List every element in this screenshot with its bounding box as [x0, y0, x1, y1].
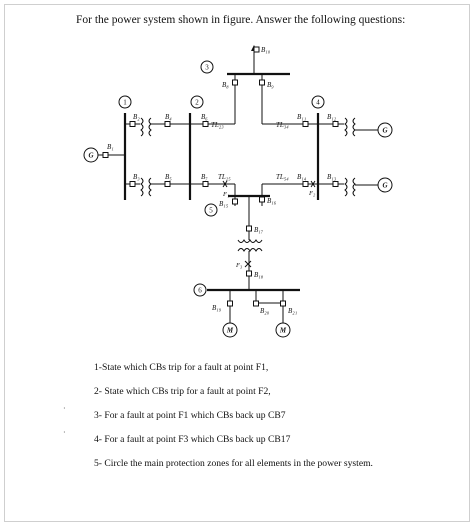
transformer-56-secondary [237, 248, 263, 252]
transformer-12-lower-primary [140, 177, 144, 197]
breaker-b3 [129, 181, 136, 187]
transformer-12-upper-primary [140, 117, 144, 137]
breaker-b20 [253, 300, 259, 307]
question-4: 4- For a fault at point F3 which CBs bac… [94, 434, 291, 445]
bus-number-1: 1 [123, 99, 127, 107]
label-f2: F₂ [308, 190, 316, 197]
generator-right-lower-label: G [382, 182, 387, 190]
breaker-b19 [227, 300, 233, 307]
fault-f2-mark [310, 180, 316, 188]
bus-number-2-circle [190, 95, 204, 109]
generator-right-lower [377, 177, 393, 193]
breaker-b7 [202, 181, 209, 187]
breaker-b15 [232, 198, 238, 205]
breaker-b5 [164, 181, 171, 187]
question-2: 2- State which CBs trip for a fault at p… [94, 386, 271, 397]
label-b9: B₉ [267, 81, 274, 89]
transformer-4-lower-primary [344, 177, 348, 197]
bus-number-5-circle [204, 203, 218, 217]
label-b16: B₁₆ [267, 197, 277, 205]
label-b19: B₁₉ [212, 304, 222, 312]
question-5: 5- Circle the main protection zones for … [94, 458, 373, 469]
motor-left [222, 322, 238, 338]
breaker-b4 [164, 121, 171, 127]
label-f1: F₁ [222, 191, 229, 198]
bullet-q4: · [63, 428, 66, 437]
transformer-4-lower-secondary [352, 177, 356, 197]
bus-number-4: 4 [316, 99, 320, 107]
label-b8: B₈ [222, 81, 229, 89]
bus-number-2: 2 [195, 99, 199, 107]
generator-right-upper-label: G [382, 127, 387, 135]
label-tl54: TL₅₄ [276, 173, 289, 181]
breaker-b16 [259, 196, 265, 203]
motor-left-label: M [226, 327, 234, 335]
fault-f1-mark [222, 180, 228, 188]
breaker-b6 [202, 121, 209, 127]
generator-left-label: G [88, 152, 93, 160]
label-b14: B₁₄ [297, 173, 307, 181]
label-b1: B₁ [107, 143, 114, 151]
fault-f3-mark [244, 260, 252, 268]
breaker-b17 [246, 225, 252, 232]
label-tl25: TL₂₅ [218, 173, 231, 181]
breaker-b10 [253, 46, 260, 53]
label-b13: B₁₃ [327, 173, 337, 181]
label-b11: B₁₁ [297, 113, 306, 121]
label-b4: B₄ [165, 113, 172, 121]
breaker-b18 [246, 270, 252, 277]
question-list: 1-State which CBs trip for a fault at po… [94, 362, 394, 470]
breaker-b12 [332, 121, 339, 127]
label-tl34: TL₃₄ [276, 121, 289, 129]
label-f3: F₃ [235, 262, 242, 269]
breaker-b21 [280, 300, 286, 307]
question-1: 1-State which CBs trip for a fault at po… [94, 362, 269, 373]
breaker-b14 [302, 181, 309, 187]
label-b12: B₁₂ [327, 113, 337, 121]
breaker-b9 [259, 79, 265, 86]
bus-number-5: 5 [209, 207, 213, 215]
label-b3: B₃ [133, 173, 140, 181]
bus-number-3: 3 [205, 64, 209, 72]
page-header: For the power system shown in figure. An… [76, 14, 406, 26]
transformer-12-upper-secondary [148, 117, 152, 137]
question-3: 3- For a fault at point F1 which CBs bac… [94, 410, 286, 421]
bus-number-1-circle [118, 95, 132, 109]
label-b5: B₅ [165, 173, 172, 181]
label-b10: B₁₀ [261, 46, 271, 54]
label-b6: B₆ [201, 113, 208, 121]
bullet-q3: · [63, 404, 66, 413]
transformer-12-lower-secondary [148, 177, 152, 197]
label-b15: B₁₅ [219, 200, 229, 208]
bus-number-3-circle [200, 60, 214, 74]
label-b2: B₂ [133, 113, 140, 121]
transformer-4-upper-secondary [352, 117, 356, 137]
transformer-56-primary [237, 239, 263, 243]
breaker-b1 [102, 152, 109, 158]
label-tl23: TL₂₃ [211, 121, 224, 129]
label-b7: B₇ [201, 173, 208, 181]
label-b20: B₂₀ [260, 307, 270, 315]
transformer-4-upper-primary [344, 117, 348, 137]
breaker-b11 [302, 121, 309, 127]
label-b21: B₂₁ [288, 307, 297, 315]
generator-right-upper [377, 122, 393, 138]
label-b17: B₁₇ [254, 226, 264, 234]
document-page [4, 4, 470, 522]
motor-right [275, 322, 291, 338]
bus-number-6: 6 [198, 287, 202, 295]
bus-number-4-circle [311, 95, 325, 109]
breaker-b13 [332, 181, 339, 187]
label-b18: B₁₈ [254, 271, 264, 279]
bus-number-6-circle [193, 283, 207, 297]
breaker-b2 [129, 121, 136, 127]
breaker-b8 [232, 79, 238, 86]
motor-right-label: M [279, 327, 287, 335]
